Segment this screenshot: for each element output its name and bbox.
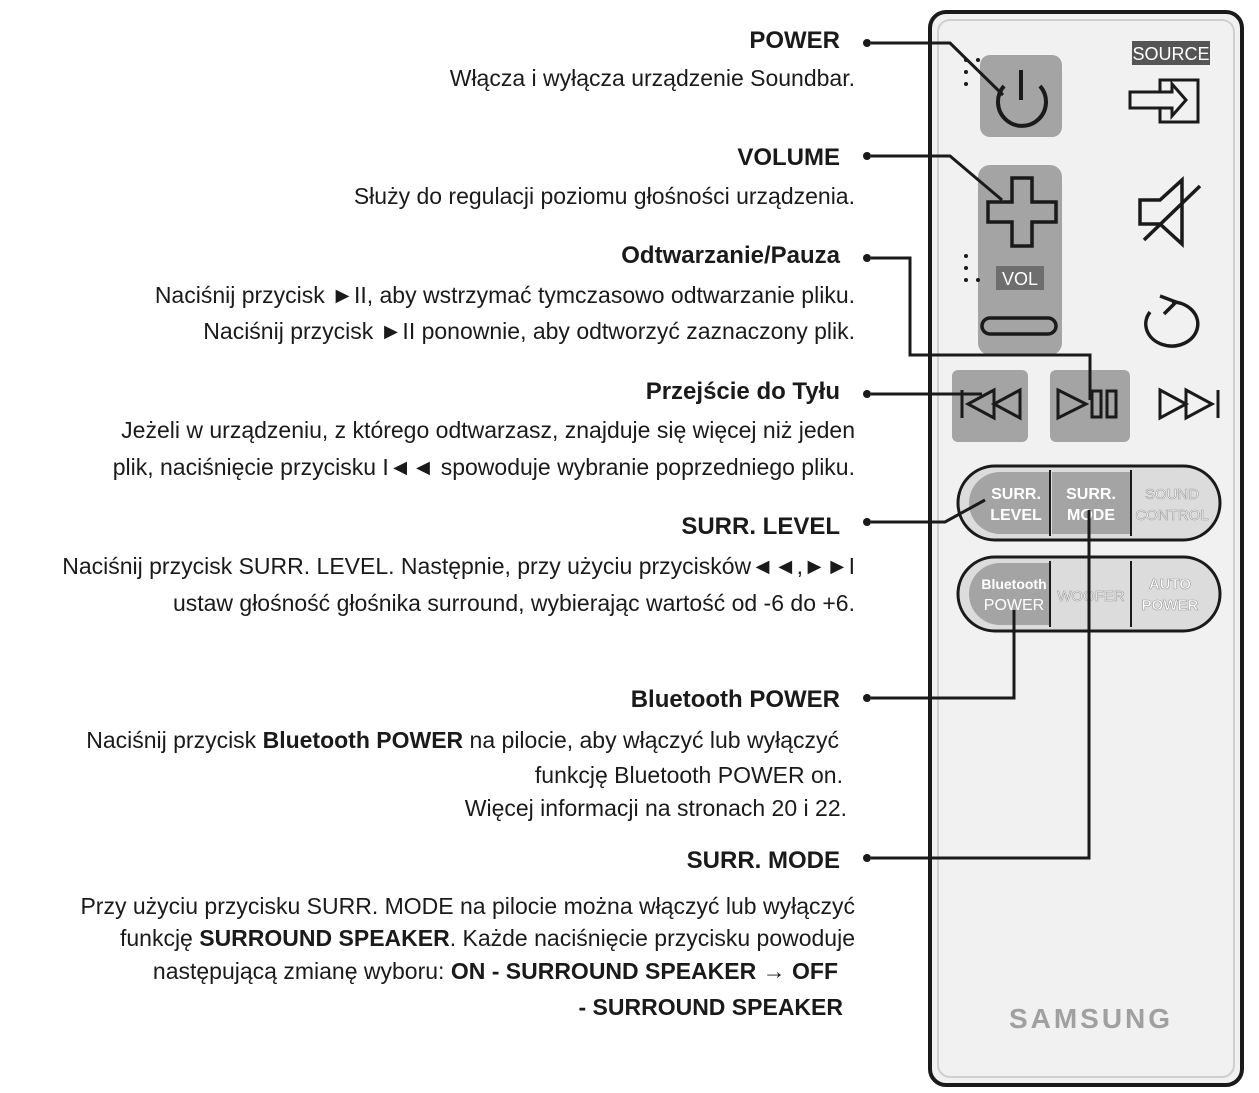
skip-back-leader-dot bbox=[863, 390, 871, 398]
auto-power-label-2: POWER bbox=[1142, 597, 1199, 614]
play-pause-desc-1: Naciśnij przycisk ►II, aby wstrzymać tym… bbox=[154, 282, 855, 308]
source-label: SOURCE bbox=[1132, 44, 1209, 64]
skip-forward-button[interactable] bbox=[1158, 387, 1220, 421]
surr-mode-leader bbox=[871, 510, 1091, 860]
bt-power-leader bbox=[871, 610, 1016, 700]
volume-leader bbox=[871, 154, 1003, 202]
surr-mode-leader-dot bbox=[863, 854, 871, 862]
bt-power-desc-2: funkcję Bluetooth POWER on. bbox=[534, 762, 843, 788]
skip-back-desc-1: Jeżeli w urządzeniu, z którego odtwarzas… bbox=[121, 417, 855, 443]
play-pause-desc-2: Naciśnij przycisk ►II ponownie, aby odtw… bbox=[203, 318, 855, 344]
surr-level-desc-1: Naciśnij przycisk SURR. LEVEL. Następnie… bbox=[62, 553, 855, 579]
volume-leader-dot bbox=[863, 152, 871, 160]
surr-level-leader-dot bbox=[863, 518, 871, 526]
power-leader-dot bbox=[863, 39, 871, 47]
surr-mode-desc-4b: - SURROUND SPEAKER bbox=[578, 994, 843, 1020]
bt-power-desc-1b: Bluetooth POWER bbox=[262, 727, 464, 753]
power-leader bbox=[871, 41, 1005, 97]
woofer-button[interactable]: WOOFER bbox=[1057, 588, 1125, 606]
skip-back-desc-2: plik, naciśnięcie przycisku I◄◄ spowoduj… bbox=[112, 454, 855, 480]
play-pause-title: Odtwarzanie/Pauza bbox=[621, 242, 840, 269]
bt-power-desc-1: Naciśnij przycisk Bluetooth POWER na pil… bbox=[86, 724, 839, 757]
sound-control-label-2: CONTROL bbox=[1135, 507, 1208, 524]
bt-power-leader-dot bbox=[863, 694, 871, 702]
surr-mode-label-2: MODE bbox=[1067, 507, 1115, 524]
surr-mode-title: SURR. MODE bbox=[686, 847, 840, 874]
surr-level-button[interactable] bbox=[969, 472, 1049, 534]
bt-power-desc-3: Więcej informacji na stronach 20 i 22. bbox=[464, 795, 847, 821]
bt-power-button[interactable] bbox=[969, 563, 1049, 625]
repeat-button[interactable] bbox=[1144, 294, 1200, 348]
play-pause-leader bbox=[871, 256, 1092, 400]
surr-mode-desc-2b: SURROUND SPEAKER bbox=[199, 925, 450, 951]
bt-power-desc-1c: na pilocie, aby włączyć lub wyłączyć bbox=[463, 727, 839, 753]
power-desc: Włącza i wyłącza urządzenie Soundbar. bbox=[449, 65, 855, 91]
surr-level-label-2: LEVEL bbox=[990, 507, 1042, 524]
surround-button-row: SURR. LEVEL SURR. MODE SOUND CONTROL bbox=[956, 464, 1222, 542]
volume-rocker[interactable]: VOL bbox=[964, 165, 1062, 355]
surr-level-leader bbox=[871, 498, 986, 524]
play-pause-button[interactable] bbox=[1050, 370, 1130, 442]
surr-level-desc-2: ustaw głośność głośnika surround, wybier… bbox=[172, 590, 855, 616]
mute-button[interactable] bbox=[1138, 176, 1202, 248]
skip-back-button[interactable] bbox=[952, 370, 1028, 442]
source-button[interactable]: SOURCE bbox=[1128, 41, 1210, 124]
surr-mode-button[interactable] bbox=[1052, 472, 1130, 534]
skip-back-title: Przejście do Tyłu bbox=[645, 378, 840, 405]
surr-level-title: SURR. LEVEL bbox=[681, 513, 840, 540]
bt-power-title: Bluetooth POWER bbox=[630, 686, 840, 713]
surr-mode-desc-1: Przy użyciu przycisku SURR. MODE na pilo… bbox=[80, 893, 855, 919]
surr-mode-desc-2a: funkcję bbox=[119, 925, 200, 951]
surr-mode-desc-3a: następującą zmianę wyboru: bbox=[152, 958, 451, 984]
volume-title: VOLUME bbox=[737, 144, 840, 171]
surr-mode-desc-3b: ON - SURROUND SPEAKER → OFF bbox=[450, 958, 838, 984]
bt-power-desc-1a: Naciśnij przycisk bbox=[86, 727, 263, 753]
surr-mode-desc-2c: . Każde naciśnięcie przycisku powoduje bbox=[449, 925, 855, 951]
vol-label: VOL bbox=[1002, 269, 1038, 289]
remote-body bbox=[928, 10, 1244, 1087]
surr-mode-desc-2: funkcję SURROUND SPEAKER. Każde naciśnię… bbox=[120, 922, 855, 955]
volume-desc: Służy do regulacji poziomu głośności urz… bbox=[353, 183, 855, 209]
leader-lines bbox=[863, 39, 1092, 862]
surr-mode-label-1: SURR. bbox=[1066, 486, 1116, 503]
play-pause-leader-dot bbox=[863, 254, 871, 262]
surr-mode-desc-4: - SURROUND SPEAKER bbox=[578, 991, 843, 1024]
bt-power-label-2: POWER bbox=[984, 597, 1044, 614]
bt-power-label-1: Bluetooth bbox=[981, 576, 1046, 592]
power-title: POWER bbox=[749, 27, 840, 54]
auto-power-label-1: AUTO bbox=[1149, 576, 1192, 593]
surr-mode-desc-3: następującą zmianę wyboru: ON - SURROUND… bbox=[153, 955, 838, 988]
samsung-logo: SAMSUNG bbox=[1009, 1003, 1173, 1034]
surr-level-label-1: SURR. bbox=[991, 486, 1041, 503]
sound-control-label-1: SOUND bbox=[1145, 486, 1199, 503]
